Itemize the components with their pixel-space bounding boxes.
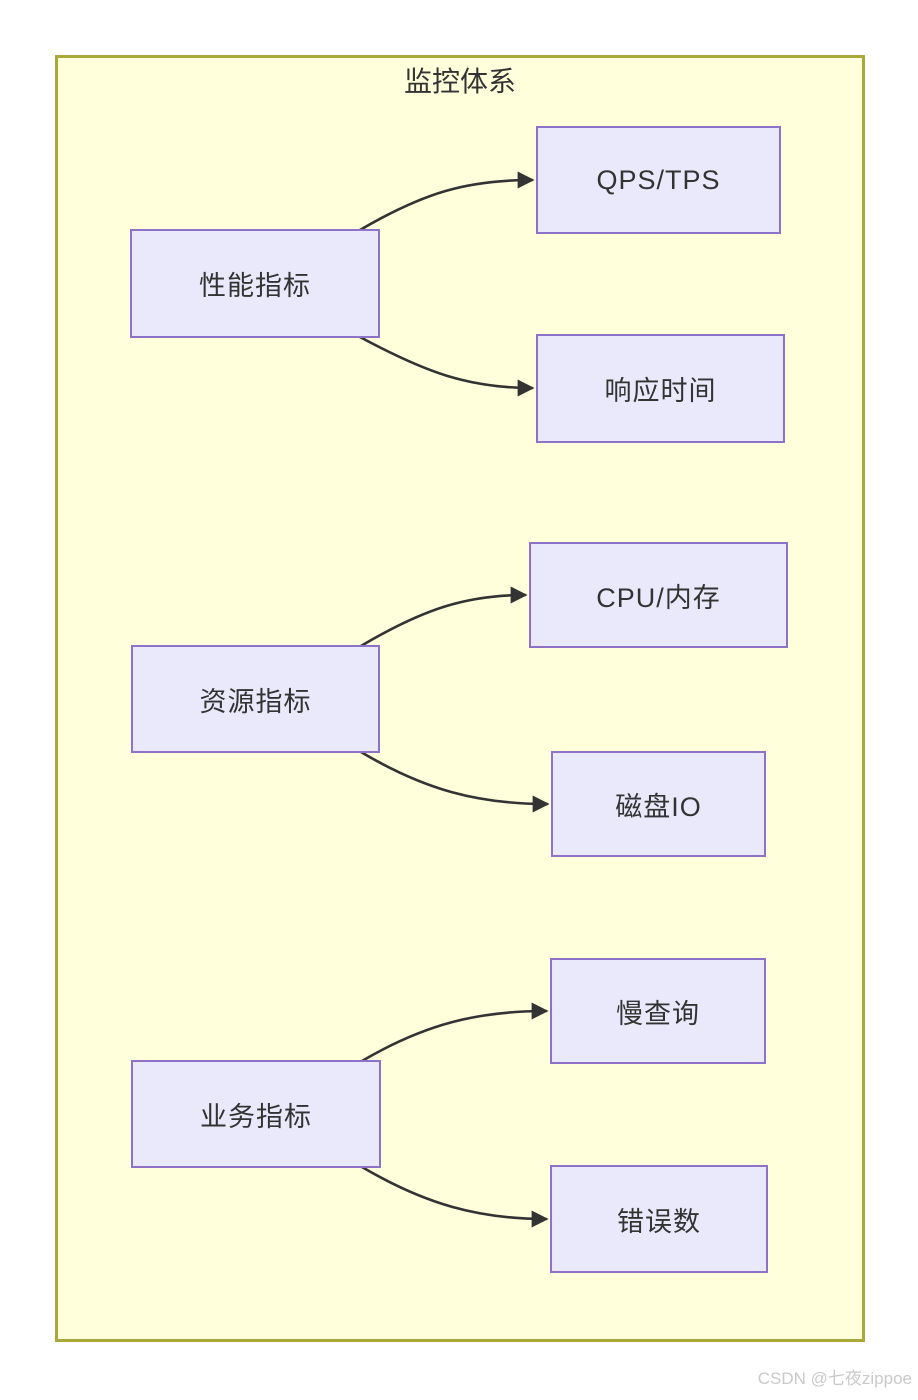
node-slow-query: 慢查询 [550, 958, 766, 1064]
node-label: 性能指标 [199, 271, 311, 301]
node-label: 业务指标 [200, 1101, 312, 1132]
node-resource-metrics: 资源指标 [131, 645, 380, 753]
node-label: 慢查询 [616, 998, 700, 1029]
node-business-metrics: 业务指标 [131, 1060, 381, 1168]
node-label: 响应时间 [604, 376, 717, 406]
node-error-count: 错误数 [550, 1165, 768, 1273]
node-disk-io: 磁盘IO [551, 751, 766, 857]
node-label: 资源指标 [199, 686, 312, 717]
watermark: CSDN @七夜zippoe [757, 1369, 912, 1388]
node-label: 错误数 [617, 1206, 701, 1237]
node-label: CPU/内存 [596, 582, 721, 613]
diagram-title: 监控体系 [403, 66, 516, 97]
node-performance-metrics: 性能指标 [130, 229, 380, 338]
node-label: QPS/TPS [596, 164, 721, 195]
node-response-time: 响应时间 [536, 334, 785, 443]
node-label: 磁盘IO [615, 791, 702, 822]
node-cpu-memory: CPU/内存 [529, 542, 788, 648]
node-qps-tps: QPS/TPS [536, 126, 781, 234]
